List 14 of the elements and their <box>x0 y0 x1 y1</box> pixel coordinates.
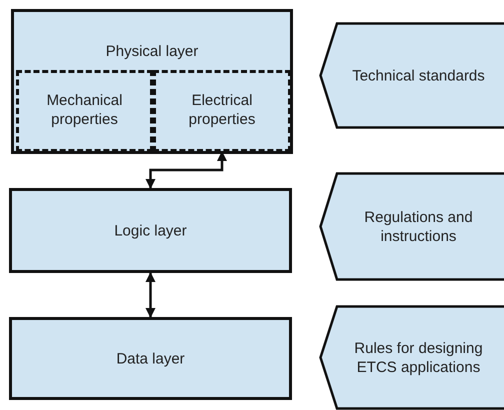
layer-box <box>11 9 293 154</box>
node-label: Technical standards <box>351 66 486 85</box>
layer-box <box>9 188 292 273</box>
node-label: Mechanical properties <box>46 91 124 129</box>
node-label: Logic layer <box>113 221 188 240</box>
double-arrow <box>146 272 156 318</box>
node-label: Regulations and instructions <box>363 208 474 246</box>
dashed-box <box>153 70 291 152</box>
dashed-box <box>16 70 153 152</box>
node-label: Physical layer <box>104 42 200 61</box>
node-label: Data layer <box>115 349 186 368</box>
node-label: Electrical properties <box>188 91 256 129</box>
layer-box <box>9 317 292 400</box>
node-label: Rules for designing ETCS applications <box>353 338 484 376</box>
